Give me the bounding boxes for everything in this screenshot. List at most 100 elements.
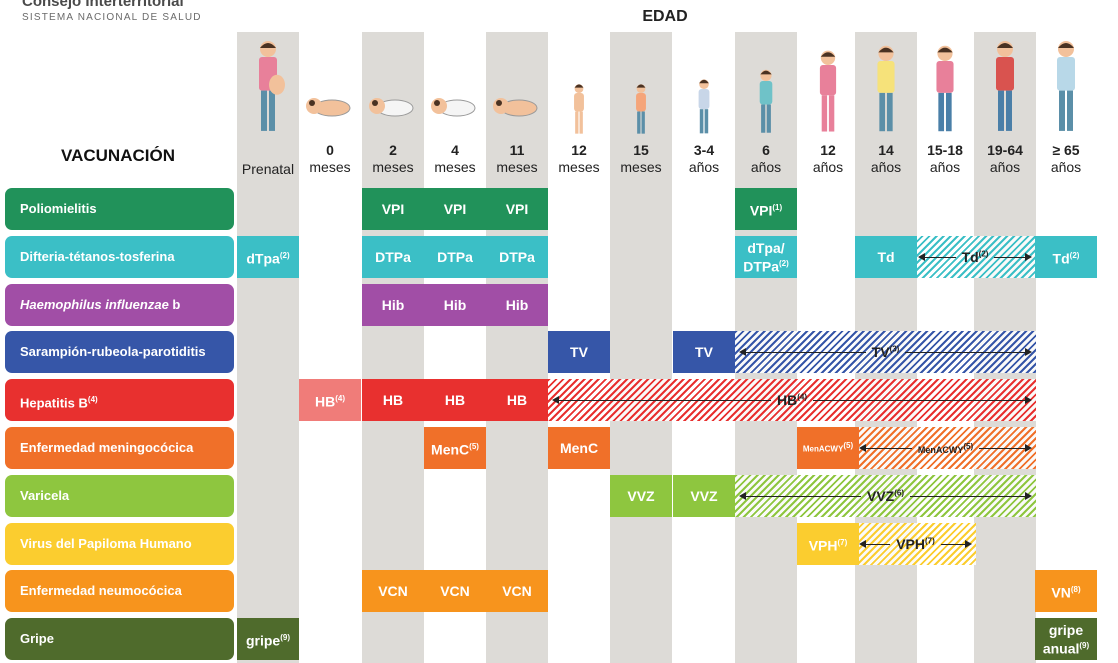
vaccine-label-text: Poliomielitis xyxy=(20,201,97,216)
dose-label: MenACWY(5) xyxy=(803,438,853,458)
person-illustration xyxy=(674,38,734,136)
arrow-line xyxy=(559,399,771,401)
dose-text: VPH xyxy=(808,537,838,554)
age-number: 6 xyxy=(762,142,770,158)
age-unit: meses xyxy=(309,159,351,175)
footnote-ref: (2) xyxy=(1069,250,1080,260)
dose-text: gripe xyxy=(1048,621,1084,638)
footnote-ref: (2) xyxy=(779,258,789,268)
arrow-line xyxy=(866,447,912,449)
range-label: VVZ(6) xyxy=(861,488,910,504)
age-unit: meses xyxy=(372,159,414,175)
person-illustration xyxy=(1036,38,1096,136)
dose-cell: HB(4) xyxy=(299,379,361,421)
footnote-ref: (9) xyxy=(280,632,290,642)
dose-text: MenC xyxy=(431,441,470,458)
footnote-ref: (7) xyxy=(925,536,935,546)
age-unit: años xyxy=(812,159,844,175)
arrow-head-left xyxy=(859,540,866,548)
dose-text: HB xyxy=(382,392,404,408)
range-label: MenACWY(5) xyxy=(912,442,979,455)
dose-text-line2: DTPa xyxy=(743,258,779,275)
dose-cell: VN(8) xyxy=(1035,570,1097,612)
person-illustration xyxy=(856,38,916,136)
dose-label: VCN xyxy=(502,583,532,599)
range-arrow: VVZ(6) xyxy=(739,475,1033,517)
range-arrow: HB(4) xyxy=(552,379,1033,421)
dose-cell: Hib xyxy=(424,284,486,326)
dose-label: DTPa xyxy=(375,249,411,265)
dose-cell: VPH(7) xyxy=(797,523,859,565)
age-unit: años xyxy=(870,159,902,175)
vaccine-label-text: Enfermedad meningocócica xyxy=(20,440,194,455)
dose-text: dTpa/ xyxy=(747,239,785,256)
age-unit: meses xyxy=(434,159,476,175)
dose-label: HB xyxy=(383,392,403,408)
dose-label: TV xyxy=(695,344,713,360)
person-illustration xyxy=(363,38,423,136)
dose-cell: dTpa(2) xyxy=(237,236,299,278)
age-number: ≥ 65 xyxy=(1052,142,1080,158)
dose-cell: VPI(1) xyxy=(735,188,797,230)
dose-label: VPI(1) xyxy=(749,200,782,219)
dose-label: VVZ xyxy=(627,488,654,504)
dose-cell: VPI xyxy=(424,188,486,230)
dose-label: VCN xyxy=(378,583,408,599)
dose-text: VVZ xyxy=(627,488,655,504)
age-number: 0 xyxy=(326,142,334,158)
footnote-ref: (4) xyxy=(87,395,98,404)
dose-cell: TV xyxy=(673,331,735,373)
dose-label: VPI xyxy=(382,201,405,217)
age-unit: meses xyxy=(620,159,662,175)
range-arrow: Td(2) xyxy=(918,236,1033,278)
vaccine-label-text: Varicela xyxy=(20,488,70,503)
vaccine-label: Virus del Papiloma Humano xyxy=(5,523,234,565)
vacunacion-heading: VACUNACIÓN xyxy=(61,146,175,165)
range-label-text: MenACWY xyxy=(917,444,964,455)
dose-text: VPI xyxy=(505,201,529,217)
age-label: Prenatal xyxy=(237,161,299,178)
arrow-line xyxy=(910,495,1026,497)
dose-cell: VPI xyxy=(362,188,424,230)
arrow-head-right xyxy=(1025,253,1033,261)
dose-cell: HB xyxy=(486,379,548,421)
vaccine-label: Difteria-tétanos-tosferina xyxy=(5,236,234,278)
dose-text: DTPa xyxy=(375,249,411,265)
dose-label: VPI xyxy=(444,201,467,217)
vaccine-label: Poliomielitis xyxy=(5,188,234,230)
arrow-head-left xyxy=(859,444,866,452)
dose-cell: MenC(5) xyxy=(424,427,486,469)
dose-cell: TV xyxy=(548,331,610,373)
vaccine-label: Sarampión-rubeola-parotiditis xyxy=(5,331,234,373)
dose-text-line2: anual xyxy=(1042,640,1080,657)
dose-label: Hib xyxy=(444,297,467,313)
footnote-ref: (9) xyxy=(1079,640,1090,650)
vaccine-label: Haemophilus influenzae b xyxy=(5,284,234,326)
dose-cell: dTpa/DTPa(2) xyxy=(735,236,797,278)
person-illustration xyxy=(611,38,671,136)
dose-cell: MenACWY(5) xyxy=(797,427,859,469)
dose-text: VN xyxy=(1051,584,1071,601)
vaccine-label: Enfermedad neumocócica xyxy=(5,570,234,612)
dose-text: VPI xyxy=(749,202,773,219)
dose-text: Td xyxy=(877,249,895,265)
dose-text: HB xyxy=(506,392,528,408)
age-number: 12 xyxy=(820,142,836,158)
vaccine-label-italic: Haemophilus influenzae xyxy=(20,297,169,312)
arrow-line xyxy=(813,399,1026,401)
dose-label: DTPa xyxy=(437,249,473,265)
footnote-ref: (7) xyxy=(837,537,848,547)
dose-cell: HB xyxy=(424,379,486,421)
age-number: 19-64 xyxy=(987,142,1023,158)
age-column-shade xyxy=(610,32,672,663)
person-illustration xyxy=(238,38,298,136)
dose-label: dTpa/DTPa(2) xyxy=(743,240,789,275)
org-name: Consejo Interterritorial xyxy=(22,0,184,10)
age-unit: meses xyxy=(558,159,600,175)
